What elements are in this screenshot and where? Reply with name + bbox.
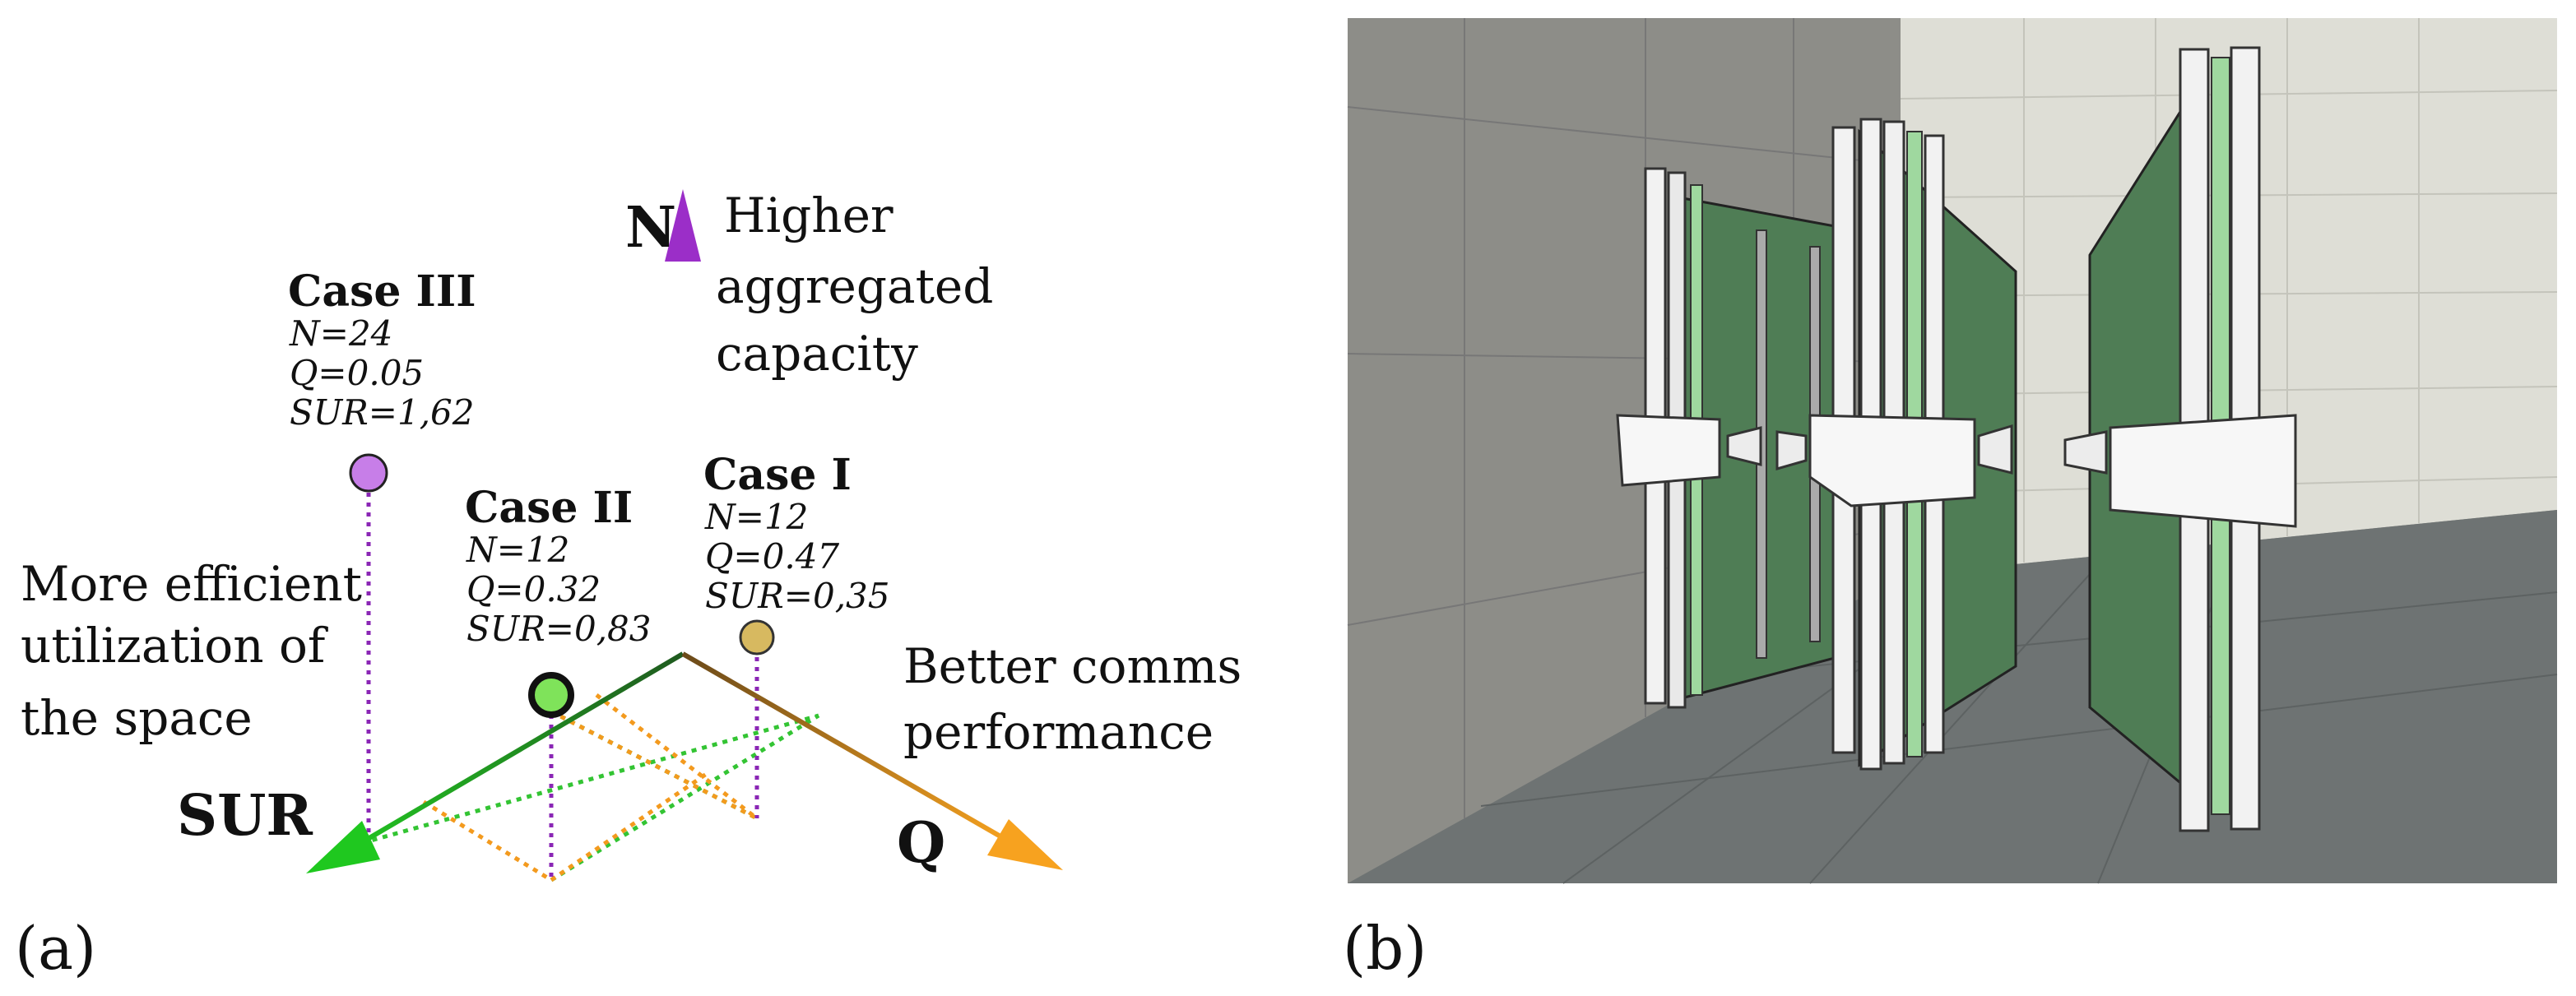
grid-orange-1	[422, 799, 553, 883]
case-iii-q: Q=0.05	[290, 353, 424, 393]
panel-b-label: (b)	[1343, 914, 1427, 983]
antenna-box-right	[2109, 414, 2297, 528]
q-annotation-line-1: Better comms	[903, 638, 1242, 694]
case-ii-n: N=12	[466, 530, 569, 570]
antenna-box-left	[1616, 414, 1721, 487]
axes	[306, 189, 1063, 873]
axis-n-arrowhead	[665, 189, 701, 262]
horn-right	[2063, 430, 2108, 475]
sur-annotation-line-2: utilization of	[21, 618, 328, 674]
case-iii-n: N=24	[289, 313, 392, 354]
case-i-label: Case I N=12 Q=0.47 SUR=0,35	[703, 450, 890, 616]
projection-grid	[361, 693, 820, 883]
case-iii-sur: SUR=1,62	[290, 392, 475, 433]
sur-annotation-line-3: the space	[21, 690, 253, 746]
case-i-title: Case I	[703, 450, 852, 500]
panel-a-diagram: N SUR Q Higher aggregated capacity More …	[15, 188, 1242, 983]
case-i-sur: SUR=0,35	[705, 576, 890, 616]
case-i-marker	[739, 619, 775, 656]
n-annotation-line-1: Higher	[724, 188, 893, 243]
axis-q-arrowhead	[987, 819, 1063, 870]
grid-orange-4	[595, 693, 759, 820]
grid-green-1	[361, 713, 819, 845]
n-annotation-line-2: aggregated	[716, 258, 993, 314]
antenna-middle	[1775, 414, 2013, 507]
case-iii-marker	[349, 453, 388, 493]
axis-n-label: N	[625, 195, 676, 261]
case-iii-title: Case III	[288, 266, 476, 317]
case-ii-label: Case II N=12 Q=0.32 SUR=0,83	[465, 483, 652, 649]
case-i-q: Q=0.47	[705, 536, 839, 577]
axis-q-label: Q	[897, 810, 945, 876]
grid-orange-2	[550, 771, 709, 883]
case-ii-sur: SUR=0,83	[466, 609, 652, 649]
case-ii-marker	[528, 672, 574, 718]
axis-sur-arrowhead	[306, 821, 380, 873]
horn-left	[1726, 426, 1762, 466]
case-iii-label: Case III N=24 Q=0.05 SUR=1,62	[288, 266, 476, 433]
case-ii-q: Q=0.32	[466, 569, 601, 609]
tile-line	[1347, 106, 1901, 165]
axis-q-annotation: Better comms performance	[903, 638, 1242, 760]
sur-annotation-line-1: More efficient	[21, 556, 362, 612]
axis-sur-label: SUR	[177, 783, 313, 849]
panel-b-render: (b)	[1343, 18, 2558, 983]
horn-middle-right	[1977, 424, 2013, 475]
axis-q	[681, 651, 1014, 845]
axis-sur	[352, 651, 685, 850]
axis-sur-annotation: More efficient utilization of the space	[21, 556, 362, 746]
tile-line	[1480, 674, 2558, 807]
antenna-box-middle	[1808, 414, 1976, 507]
n-annotation-line-3: capacity	[716, 326, 918, 382]
case-drop-lines	[366, 473, 759, 880]
grid-orange-3	[550, 709, 759, 821]
grid-green-2	[550, 713, 820, 883]
case-ii-title: Case II	[465, 483, 633, 533]
tile-line	[1809, 555, 2107, 884]
antenna-left	[1616, 414, 1762, 487]
q-annotation-line-2: performance	[903, 704, 1214, 760]
panel-a-label: (a)	[15, 914, 96, 983]
antenna-right	[2063, 414, 2297, 528]
case-i-n: N=12	[704, 497, 808, 537]
horn-middle-left	[1775, 430, 1808, 470]
axis-n-annotation: Higher aggregated capacity	[716, 188, 993, 382]
